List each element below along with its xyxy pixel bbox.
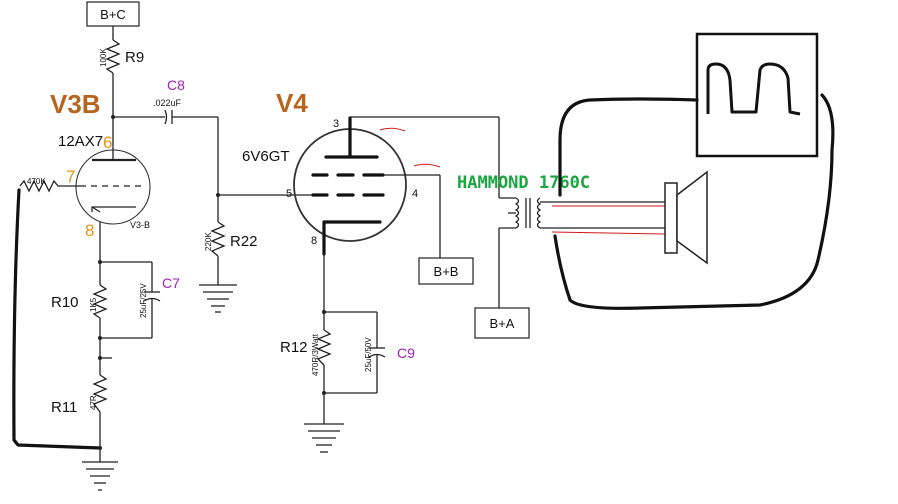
r22-value: 220K: [204, 232, 213, 251]
v3b-tube: [75, 124, 151, 262]
oscilloscope-icon: [695, 32, 819, 158]
r11-ref: R11: [51, 399, 77, 416]
c8-capacitor: [164, 109, 168, 125]
v4-plate-pin: 3: [333, 118, 339, 130]
r22-resistor: [210, 221, 226, 257]
supply-ba: B+A: [474, 307, 530, 339]
v3b-cathode-pin: 8: [85, 221, 94, 240]
v3b-plate-pin: 6: [103, 133, 112, 152]
r12-resistor: [316, 329, 332, 366]
supply-bc-label: B+C: [100, 7, 126, 22]
v4-screen-pin: 4: [412, 188, 418, 200]
v4-cathode-pin: 8: [311, 235, 317, 247]
ground-symbol-r22: [199, 284, 237, 313]
transformer-label: HAMMOND 1760C: [457, 173, 590, 193]
c7-ref: C7: [162, 275, 180, 291]
r10-ref: R10: [51, 294, 79, 311]
grid-resistor-value: 470K: [27, 177, 46, 186]
speaker-wire-red: [551, 231, 666, 235]
r9-value: 100K: [99, 48, 108, 67]
supply-bb-label: B+B: [434, 264, 459, 279]
v4-grid-pin: 5: [286, 188, 292, 200]
v3b-grid-pin: 7: [66, 167, 75, 186]
r11-value: 47R: [89, 395, 98, 410]
probe-wire: [558, 97, 699, 197]
v4-tube: [293, 116, 407, 256]
r11-resistor: [92, 374, 108, 413]
supply-bb: B+B: [418, 257, 474, 285]
r9-resistor: [105, 39, 121, 74]
probe-wire: [553, 93, 835, 310]
r12-value: 470R/3Watt: [311, 333, 320, 376]
v3b-name: V3B: [50, 89, 101, 119]
v3b-section: V3-B: [130, 220, 150, 230]
speaker-symbol: [664, 170, 708, 265]
c7-value: 25uF/25V: [139, 283, 148, 318]
v4-name: V4: [276, 88, 308, 118]
input-return-wire: [12, 188, 102, 450]
output-transformer: [514, 197, 542, 229]
ground-symbol-v3b: [82, 461, 118, 491]
red-mark: [379, 127, 406, 132]
c9-ref: C9: [397, 345, 415, 361]
v3b-type: 12AX7: [58, 133, 103, 150]
supply-ba-label: B+A: [490, 316, 515, 331]
supply-bc: B+C: [86, 1, 140, 27]
c8-value: .022uF: [153, 98, 182, 108]
r12-ref: R12: [280, 339, 308, 356]
v4-type: 6V6GT: [242, 148, 290, 165]
r10-value: 1K5: [89, 297, 98, 312]
c9-value: 25uF/50V: [364, 337, 373, 372]
r9-ref: R9: [125, 49, 144, 66]
c8-ref: C8: [167, 77, 185, 93]
red-mark: [413, 163, 441, 168]
ground-symbol-v4: [304, 423, 344, 453]
r10-resistor: [92, 284, 108, 319]
r22-ref: R22: [230, 233, 258, 250]
grid-resistor: [19, 179, 80, 193]
